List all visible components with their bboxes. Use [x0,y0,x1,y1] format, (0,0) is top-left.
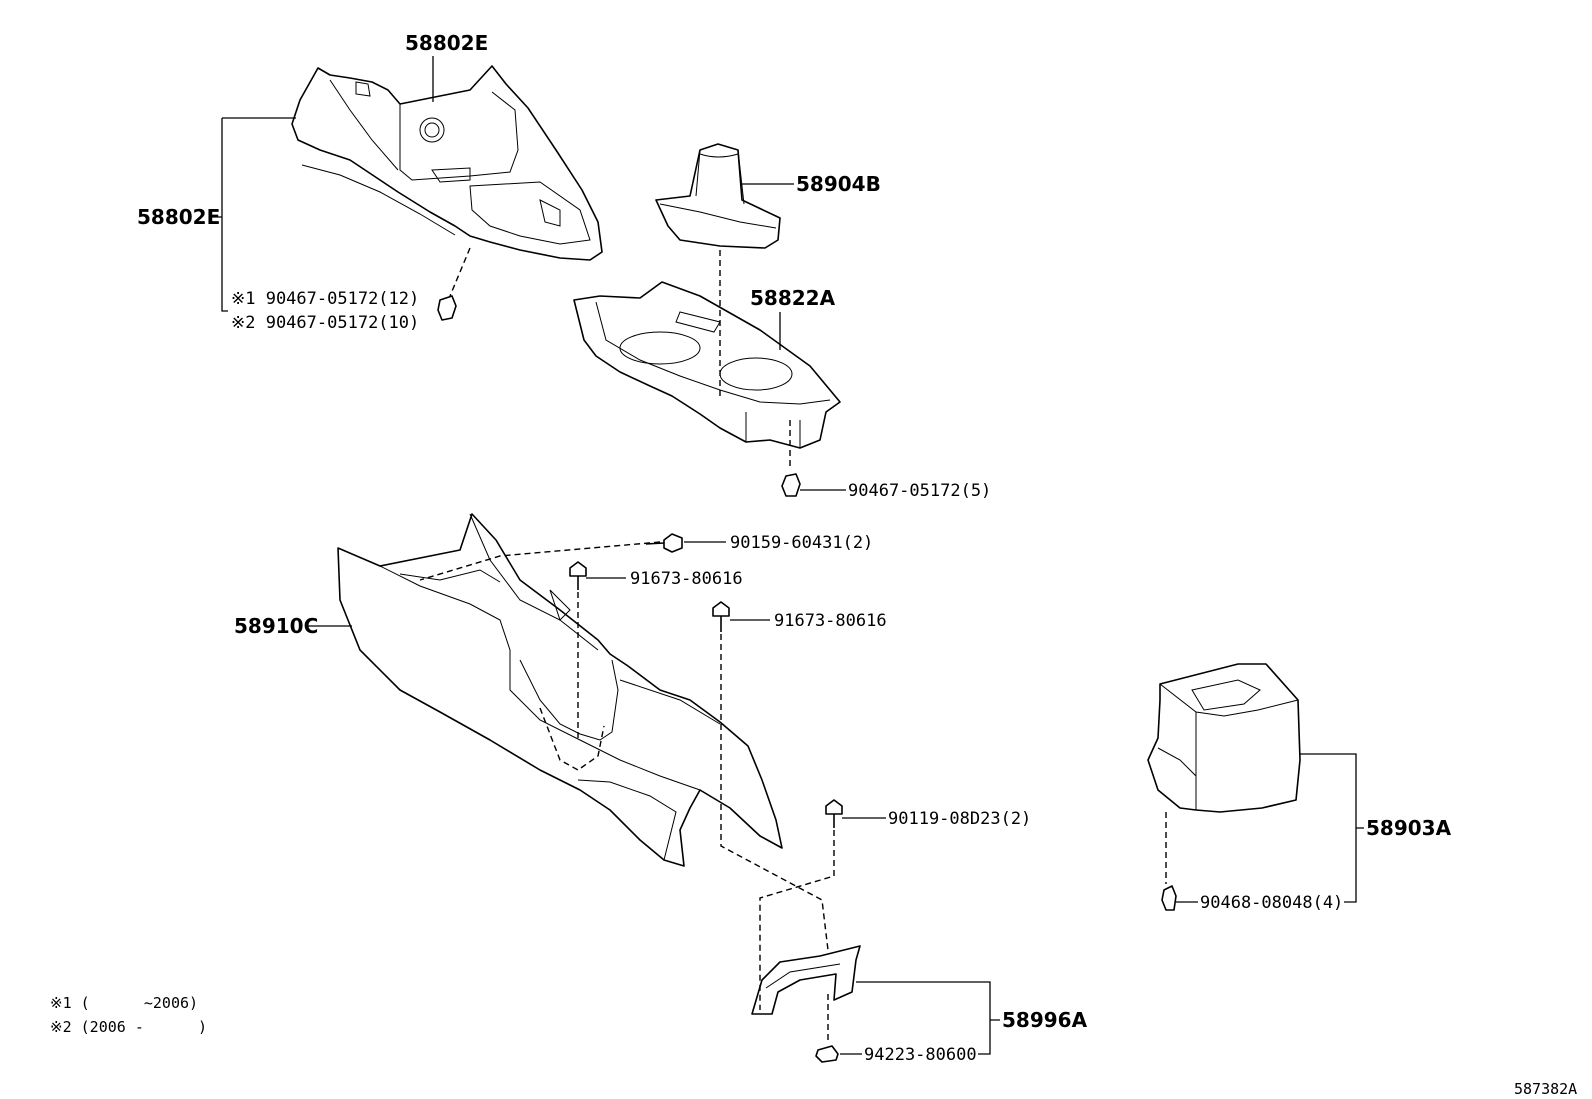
part-58904b-shape[interactable] [655,143,781,249]
assembly-line-91673-b [720,634,829,951]
label-94223[interactable]: 94223-80600 [864,1045,977,1065]
label-clip1[interactable]: ※1 90467-05172(12) [231,289,419,309]
assembly-line-console-inner [539,707,605,771]
leader-58903a [1300,753,1364,903]
label-58904b[interactable]: 58904B [796,172,881,196]
part-58996a-shape[interactable] [751,945,861,1015]
clip-90468-shape[interactable] [1161,885,1177,911]
clip-90467-a-shape[interactable] [437,295,457,321]
label-58822a[interactable]: 58822A [750,286,836,310]
label-clip2[interactable]: ※2 90467-05172(10) [231,313,419,333]
part-58802e-shape[interactable] [291,65,603,261]
bolt-91673-a-shape[interactable] [569,561,587,590]
label-58996a[interactable]: 58996A [1002,1008,1088,1032]
label-58802e-left[interactable]: 58802E [137,205,220,229]
assembly-line-bracket [759,830,835,1010]
part-58903a-shape[interactable] [1147,663,1301,813]
assembly-line-90159 [419,541,661,581]
label-clip5[interactable]: 90467-05172(5) [848,481,991,501]
nut-94223-shape[interactable] [815,1045,839,1063]
clip-90467-b-shape[interactable] [781,473,801,497]
assembly-line-58802e-clip [449,247,471,297]
bolt-90119-shape[interactable] [825,799,843,828]
label-58903a[interactable]: 58903A [1366,816,1452,840]
label-90159[interactable]: 90159-60431(2) [730,533,873,553]
part-58910c-shape[interactable] [337,513,783,867]
part-58822a-shape[interactable] [573,281,841,449]
label-90468[interactable]: 90468-08048(4) [1200,893,1343,913]
label-91673-a[interactable]: 91673-80616 [630,569,743,589]
label-90119[interactable]: 90119-08D23(2) [888,809,1031,829]
bolt-91673-b-shape[interactable] [712,601,730,632]
label-58910c[interactable]: 58910C [234,614,318,638]
leader-58802e-bracket [212,117,296,312]
label-58802e-top[interactable]: 58802E [405,31,488,55]
bolt-90159-shape[interactable] [645,533,683,553]
leader-58996a [856,981,1000,1055]
note-1: ※1 ( ~2006) [50,994,198,1012]
diagram-id: 587382A [1514,1080,1577,1098]
note-2: ※2 (2006 - ) [50,1018,207,1036]
label-91673-b[interactable]: 91673-80616 [774,611,887,631]
